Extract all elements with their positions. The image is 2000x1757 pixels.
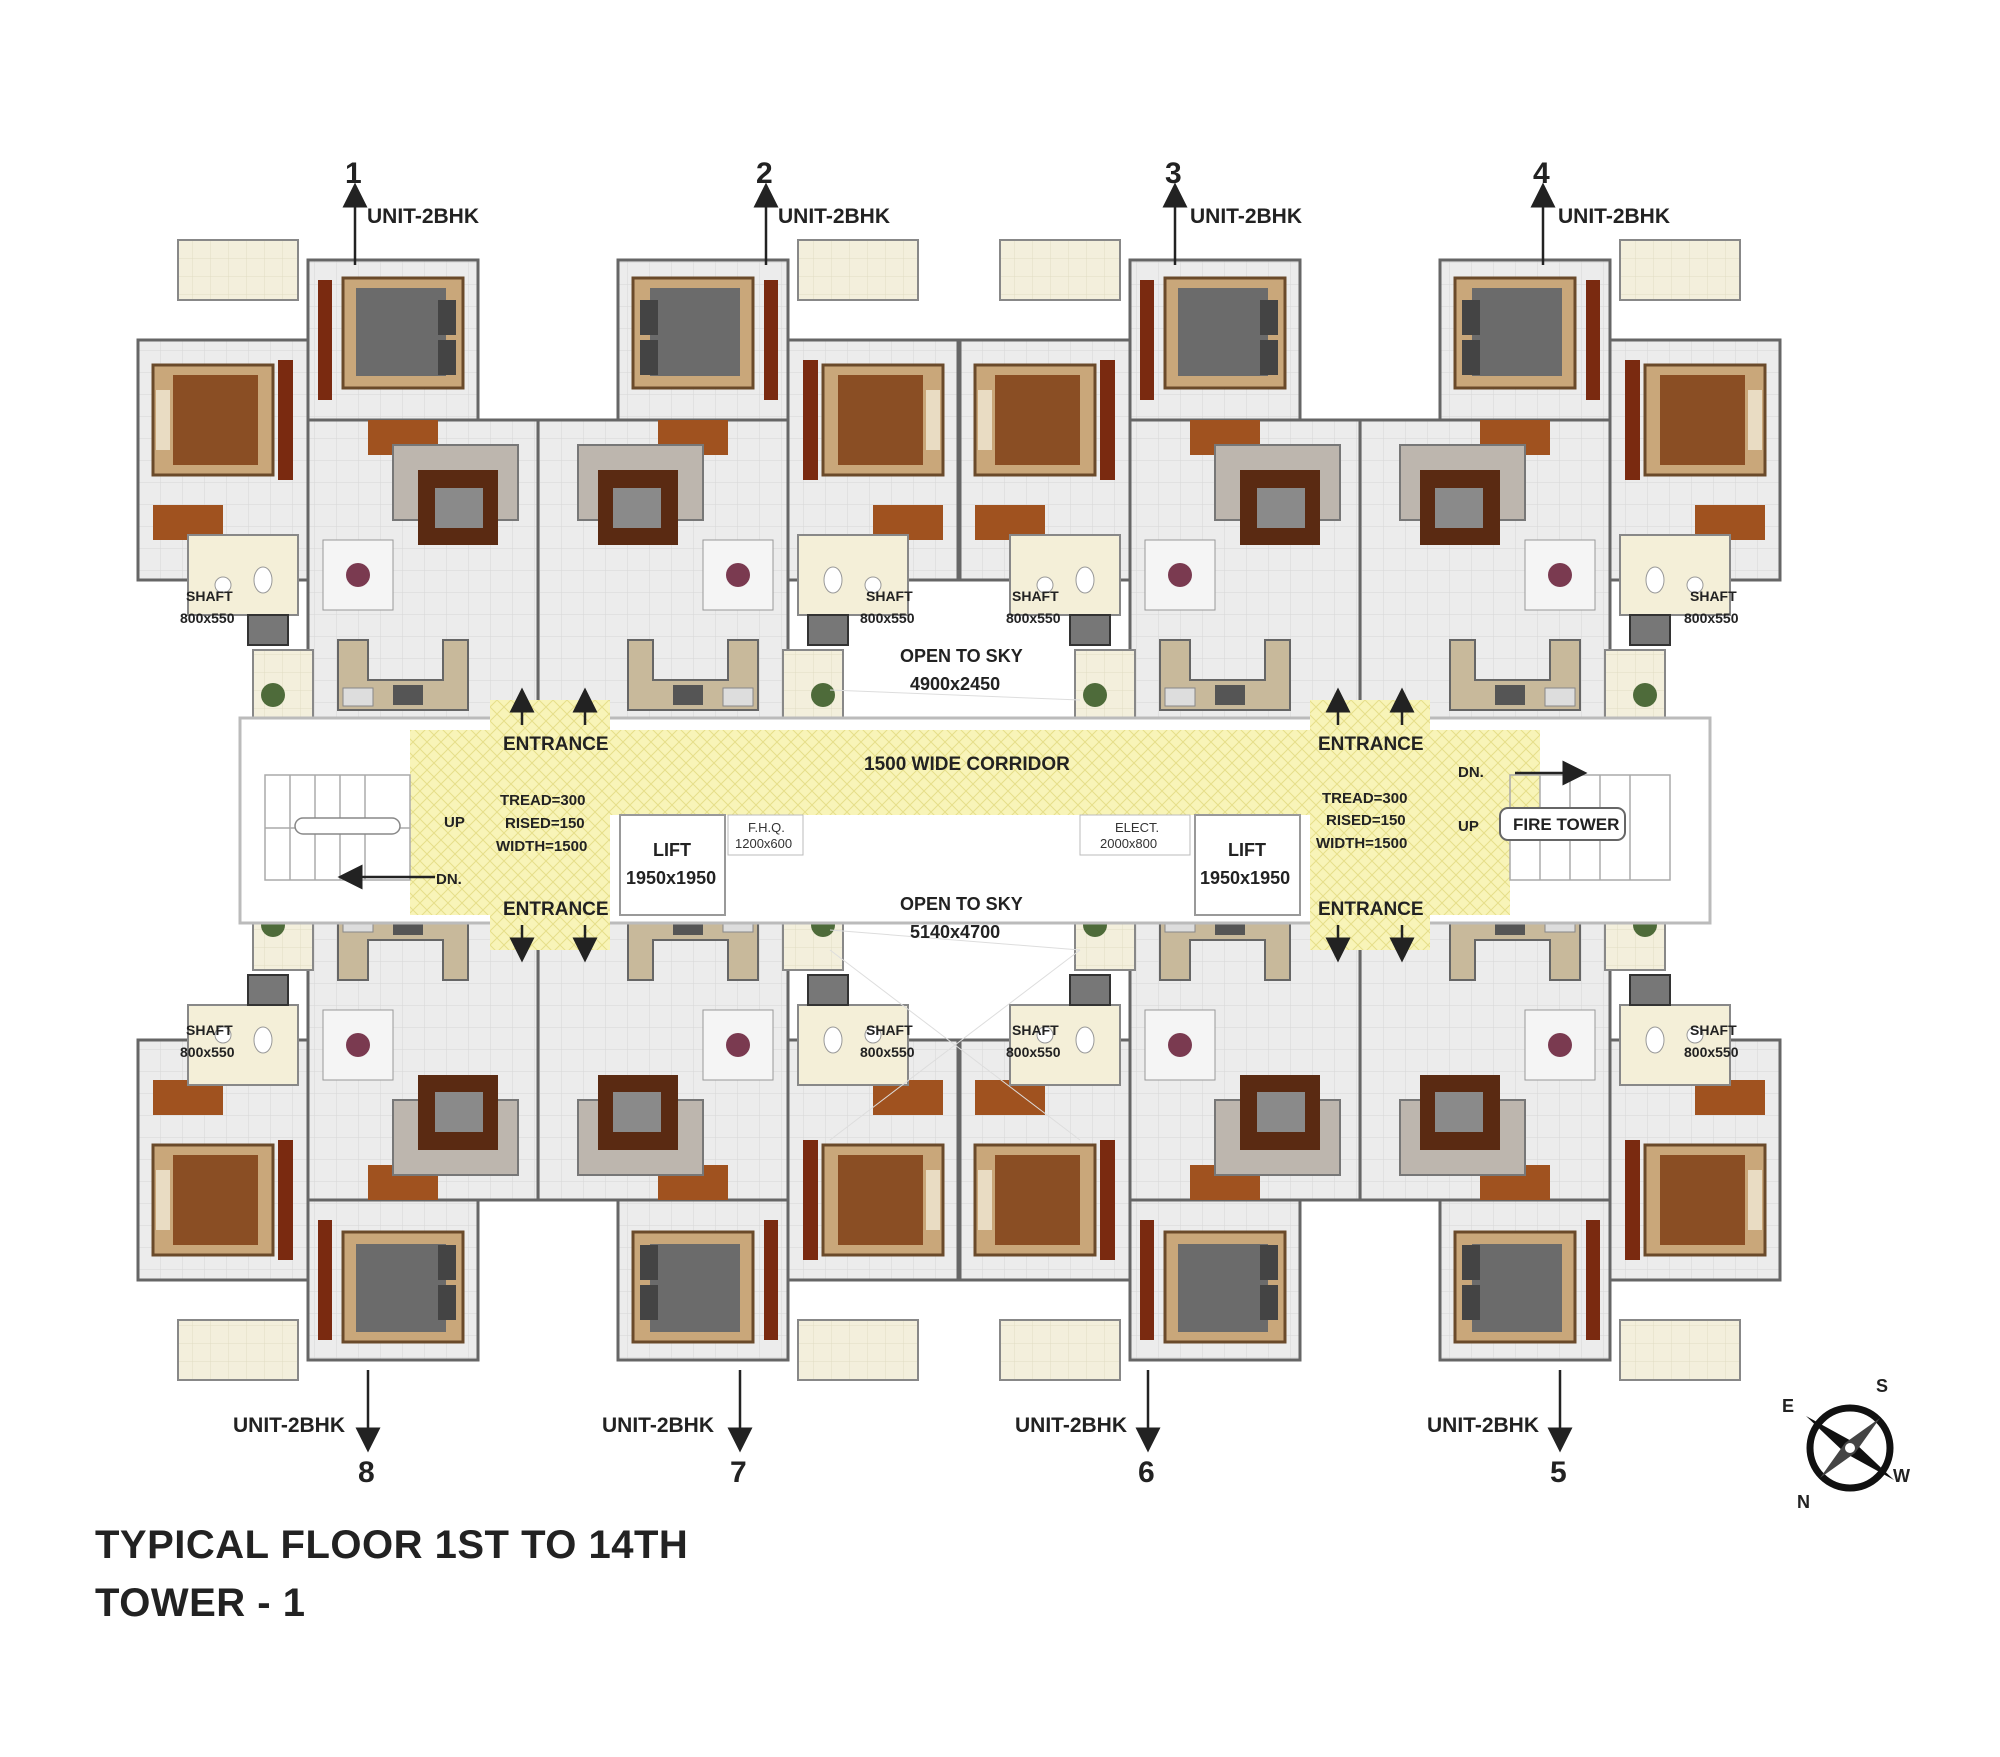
entrance-landing-right <box>1310 700 1430 950</box>
entrance-label-3: ENTRANCE <box>503 899 609 920</box>
stair-right-rised: RISED=150 <box>1326 812 1406 829</box>
stair-left-rised: RISED=150 <box>505 815 585 832</box>
shaft-6-label: SHAFT <box>1012 1022 1059 1038</box>
open-to-sky-top-label: OPEN TO SKY <box>900 646 1023 666</box>
shaft-2-label: SHAFT <box>866 588 913 604</box>
stair-right-width: WIDTH=1500 <box>1316 835 1407 852</box>
elect-box <box>1079 814 1191 856</box>
stair-left-width: WIDTH=1500 <box>496 838 587 855</box>
unit-5-plan <box>1358 898 1782 1382</box>
unit-5-number: 5 <box>1550 1456 1567 1489</box>
fire-tower-box <box>1499 807 1626 841</box>
elect-size: 2000x800 <box>1100 836 1157 851</box>
shaft-7-label: SHAFT <box>866 1022 913 1038</box>
unit-5-type: UNIT-2BHK <box>1427 1414 1539 1437</box>
unit-1-number: 1 <box>345 157 362 190</box>
lift-right-label: LIFT <box>1228 840 1266 860</box>
page-title: TYPICAL FLOOR 1ST TO 14TH <box>95 1523 689 1567</box>
lift-right-size: 1950x1950 <box>1200 868 1290 888</box>
entrance-landing-left <box>490 700 610 950</box>
entrance-label-2: ENTRANCE <box>1318 734 1424 755</box>
fire-tower-label: FIRE TOWER <box>1513 815 1619 834</box>
unit-8-number: 8 <box>358 1456 375 1489</box>
unit-3-type: UNIT-2BHK <box>1190 205 1302 228</box>
left-staircase <box>264 774 411 881</box>
unit-7-type: UNIT-2BHK <box>602 1414 714 1437</box>
unit-3-number: 3 <box>1165 157 1182 190</box>
unit-1-plan <box>136 238 560 722</box>
shaft-8-label: SHAFT <box>186 1022 233 1038</box>
shaft-6-size: 800x550 <box>1006 1044 1061 1060</box>
open-to-sky-bottom-label: OPEN TO SKY <box>900 894 1023 914</box>
shaft-5-size: 800x550 <box>1684 1044 1739 1060</box>
compass-icon <box>1806 1404 1894 1492</box>
unit-1-type: UNIT-2BHK <box>367 205 479 228</box>
stair-landing-left <box>410 815 490 915</box>
shaft-3-label: SHAFT <box>1012 588 1059 604</box>
compass-n: N <box>1797 1492 1810 1512</box>
unit-8-plan <box>136 898 560 1382</box>
unit-6-plan <box>958 898 1382 1382</box>
fhq-size: 1200x600 <box>735 836 792 851</box>
shaft-8-size: 800x550 <box>180 1044 235 1060</box>
fhq-box <box>727 814 804 856</box>
shaft-1-label: SHAFT <box>186 588 233 604</box>
shaft-3-size: 800x550 <box>1006 610 1061 626</box>
unit-4-type: UNIT-2BHK <box>1558 205 1670 228</box>
lift-left-size: 1950x1950 <box>626 868 716 888</box>
unit-6-type: UNIT-2BHK <box>1015 1414 1127 1437</box>
stair-left-down: DN. <box>436 871 462 888</box>
unit-7-number: 7 <box>730 1456 747 1489</box>
open-to-sky-bottom-size: 5140x4700 <box>910 922 1000 942</box>
unit-2-number: 2 <box>756 157 773 190</box>
lift-right <box>1194 814 1301 916</box>
stair-right-down: DN. <box>1458 764 1484 781</box>
unit-8-type: UNIT-2BHK <box>233 1414 345 1437</box>
shaft-2-size: 800x550 <box>860 610 915 626</box>
stair-left-up: UP <box>444 814 465 831</box>
lift-left-label: LIFT <box>653 840 691 860</box>
shaft-7-size: 800x550 <box>860 1044 915 1060</box>
open-to-sky-top-size: 4900x2450 <box>910 674 1000 694</box>
stair-right-up: UP <box>1458 818 1479 835</box>
shaft-4-size: 800x550 <box>1684 610 1739 626</box>
fhq-label: F.H.Q. <box>748 820 785 835</box>
corridor-label: 1500 WIDE CORRIDOR <box>864 754 1070 775</box>
stair-left-tread: TREAD=300 <box>500 792 585 809</box>
compass-w: W <box>1893 1466 1910 1486</box>
compass-s: S <box>1876 1376 1888 1396</box>
unit-4-plan <box>1358 238 1782 722</box>
unit-7-plan <box>536 898 960 1382</box>
elect-label: ELECT. <box>1115 820 1159 835</box>
unit-2-type: UNIT-2BHK <box>778 205 890 228</box>
shaft-4-label: SHAFT <box>1690 588 1737 604</box>
unit-3-plan <box>958 238 1382 722</box>
unit-2-plan <box>536 238 960 722</box>
page-subtitle: TOWER - 1 <box>95 1581 306 1625</box>
entrance-label-4: ENTRANCE <box>1318 899 1424 920</box>
lift-left <box>619 814 726 916</box>
compass-e: E <box>1782 1396 1794 1416</box>
stair-landing-right <box>1430 740 1510 915</box>
shaft-1-size: 800x550 <box>180 610 235 626</box>
entrance-label-1: ENTRANCE <box>503 734 609 755</box>
unit-6-number: 6 <box>1138 1456 1155 1489</box>
stair-right-tread: TREAD=300 <box>1322 790 1407 807</box>
unit-4-number: 4 <box>1533 157 1550 190</box>
shaft-5-label: SHAFT <box>1690 1022 1737 1038</box>
